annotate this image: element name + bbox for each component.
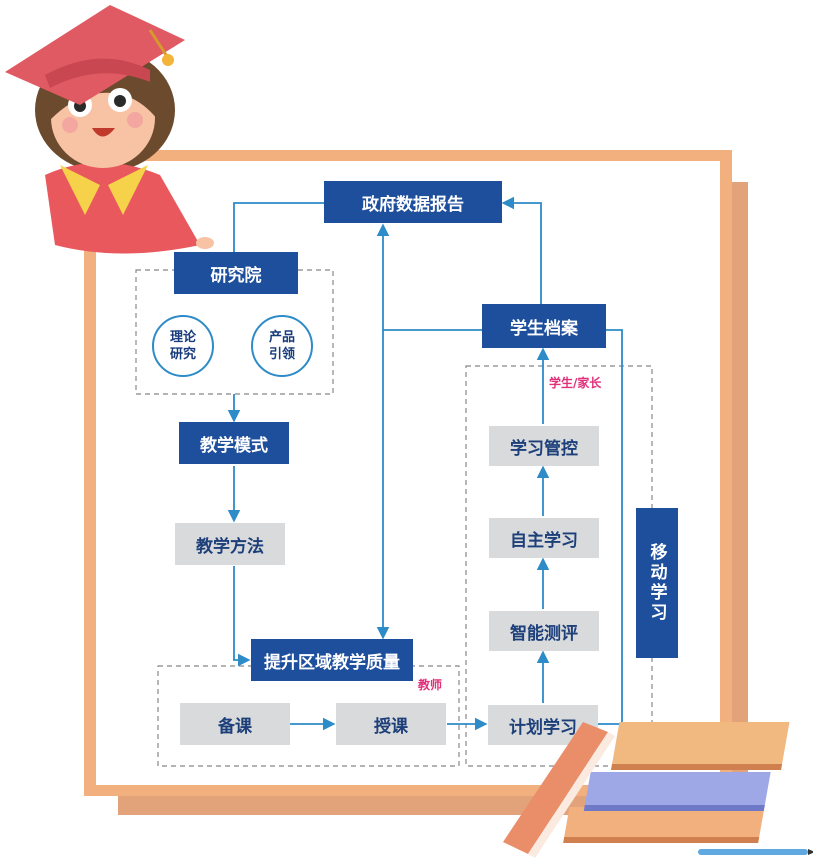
lesson-prep-box: 备课: [180, 703, 290, 745]
smart-assessment-box: 智能测评: [489, 611, 599, 651]
mobile-learning-box: 移动学习: [636, 508, 678, 658]
theory-research-circle: 理论 研究: [152, 315, 214, 377]
product-lead-circle: 产品 引领: [251, 315, 313, 377]
student-archive-box: 学生档案: [482, 304, 606, 348]
method-to-quality-line: [233, 566, 251, 667]
teaching-method-box: 教学方法: [175, 523, 285, 565]
research-to-report-line: [233, 202, 324, 254]
research-group-border: [135, 269, 334, 395]
mobile-learning-label: 移动学习: [646, 543, 667, 623]
teaching-box: 授课: [336, 703, 446, 745]
books-illustration: [503, 722, 813, 858]
improve-quality-box: 提升区域教学质量: [251, 639, 413, 681]
government-report-box: 政府数据报告: [324, 181, 502, 223]
graduate-girl-illustration: [5, 5, 214, 254]
archive-to-plan-loop-line: [598, 329, 623, 725]
learning-control-box: 学习管控: [489, 426, 599, 466]
research-institute-box: 研究院: [174, 252, 298, 294]
archive-to-report-line: [501, 196, 542, 304]
teaching-model-box: 教学模式: [179, 422, 289, 464]
self-study-box: 自主学习: [489, 518, 599, 558]
teacher-tag: 教师: [418, 678, 443, 692]
student-parent-tag: 学生/家长: [549, 376, 602, 390]
teacher-group-border: [157, 665, 460, 767]
